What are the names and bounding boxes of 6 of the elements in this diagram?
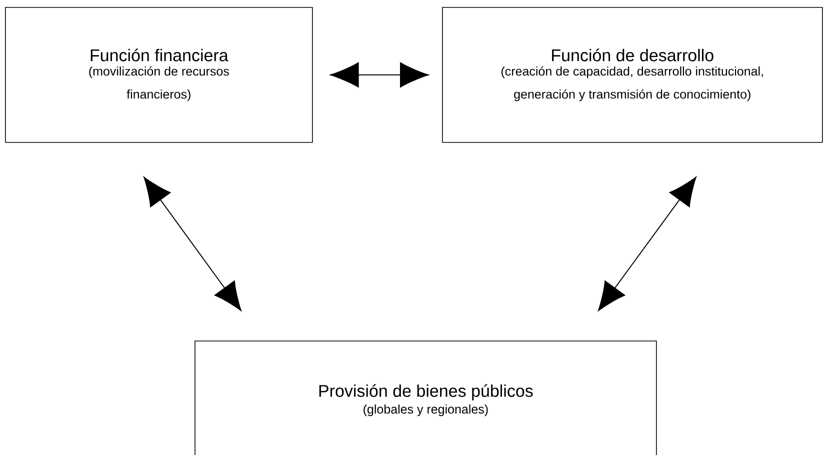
double-arrow: [144, 176, 242, 312]
double-arrow: [330, 62, 429, 88]
text-box: Función financiera (movilización de recursos financieros): [5, 7, 313, 143]
text-box: Provisión de bienes públicos (globales y regionales): [194, 340, 657, 455]
double-arrow: [598, 176, 696, 312]
text-box: Función de desarrollo (creación de capacidad, desarrollo institucional, generación y transmisión de conocimiento): [442, 7, 823, 143]
